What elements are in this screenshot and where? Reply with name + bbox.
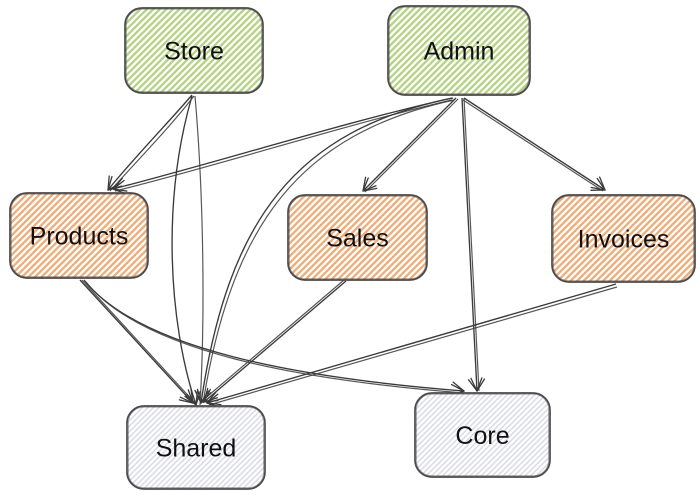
node-box-core [414, 392, 551, 478]
node-store: Store [124, 7, 264, 94]
edges-layer [79, 94, 618, 409]
edge-invoices-shared [206, 283, 618, 409]
node-box-shared [126, 405, 266, 490]
node-shared: Shared [126, 405, 266, 490]
node-box-sketch-shared [128, 406, 264, 489]
node-sales: Sales [287, 194, 428, 281]
node-label-store: Store [164, 38, 224, 66]
node-label-products: Products [30, 223, 129, 251]
node-box-sketch-sales [289, 195, 426, 280]
node-label-admin: Admin [424, 38, 495, 66]
node-box-invoices [551, 194, 696, 283]
node-box-sketch-invoices [553, 195, 694, 282]
node-box-sketch-store [126, 8, 262, 93]
edge-admin-core [461, 97, 486, 392]
node-label-invoices: Invoices [578, 226, 670, 254]
node-box-store [124, 7, 264, 94]
node-box-sketch-core [416, 393, 549, 477]
node-box-sales [287, 194, 428, 281]
node-label-core: Core [455, 422, 509, 450]
node-admin: Admin [387, 5, 531, 96]
node-invoices: Invoices [551, 194, 696, 283]
edge-admin-sales [362, 97, 459, 193]
edge-admin-invoices [462, 97, 606, 192]
node-box-sketch-products [11, 193, 147, 278]
node-label-sales: Sales [326, 225, 389, 253]
node-box-products [9, 192, 149, 279]
node-box-admin [387, 5, 531, 96]
node-core: Core [414, 392, 551, 478]
edge-admin-products [112, 97, 453, 195]
node-box-sketch-admin [389, 6, 529, 95]
node-label-shared: Shared [156, 435, 237, 463]
edge-store-shared [171, 95, 204, 406]
node-products: Products [9, 192, 149, 279]
edge-products-shared [79, 279, 196, 404]
